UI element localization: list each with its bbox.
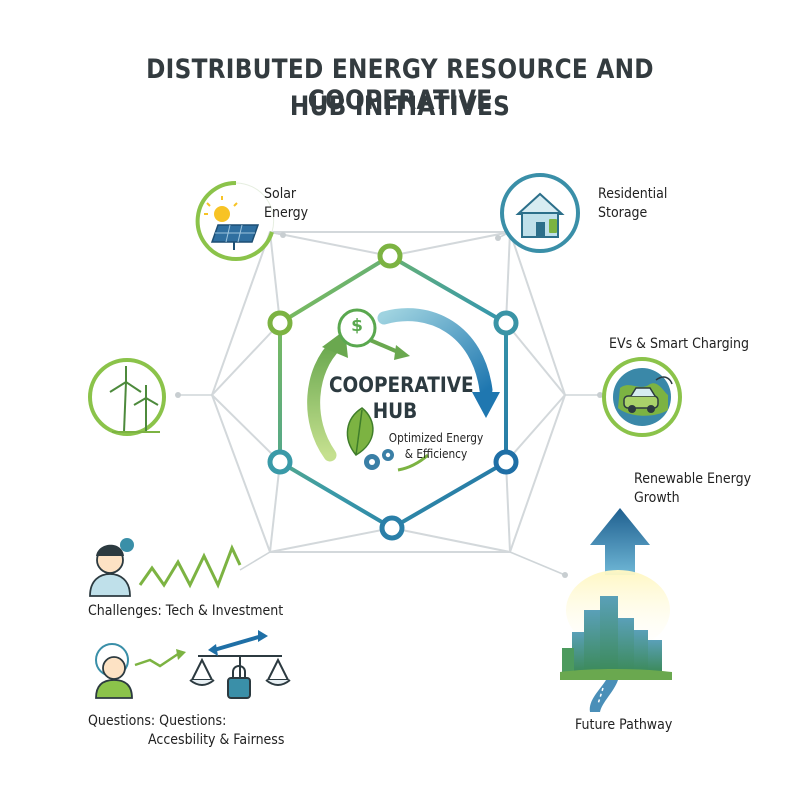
ev-charging-node[interactable]	[602, 357, 682, 437]
hexagon-vertex-nodes[interactable]	[267, 243, 519, 541]
residential-storage-node[interactable]	[500, 173, 580, 253]
questions-node[interactable]	[95, 630, 291, 699]
up-arrow-icon	[590, 508, 650, 575]
solar-panel-sun-icon	[204, 196, 260, 250]
house-battery-icon	[515, 192, 565, 238]
person-question-icon	[95, 643, 133, 699]
renewable-growth-node[interactable]	[590, 508, 650, 575]
hub-subtitle-line-1: Optimized Energy	[388, 431, 484, 445]
hub-subtitle-line-2: & Efficiency	[404, 447, 468, 461]
renewable-growth-label-line-2: Growth	[634, 490, 680, 506]
scale-lock-icon	[189, 634, 291, 699]
solar-energy-label-line-1: Solar	[264, 186, 297, 202]
zigzag-line	[138, 544, 242, 589]
page-title-line-1: DISTRIBUTED ENERGY RESOURCE AND COOPERAT…	[146, 54, 654, 116]
ev-globe-icon	[613, 368, 673, 426]
challenges-label: Challenges: Tech & Investment	[88, 603, 284, 619]
dollar-symbol: $	[351, 316, 363, 336]
challenges-node[interactable]	[89, 538, 242, 597]
renewable-growth-label-line-1: Renewable Energy	[634, 471, 752, 487]
wind-turbine-node[interactable]	[88, 358, 166, 436]
person-question-icon	[89, 538, 134, 597]
questions-label-line-1: Questions: Questions:	[88, 713, 227, 729]
hub-title-line-2: HUB	[372, 399, 418, 423]
dollar-coin-icon	[337, 308, 377, 348]
wind-turbine-icon	[109, 366, 160, 433]
questions-label-line-2: Accesbility & Fairness	[148, 732, 285, 748]
solar-energy-node[interactable]	[195, 180, 275, 261]
trend-arrow	[134, 652, 179, 668]
residential-storage-label-line-1: Residential	[598, 186, 668, 202]
hub-title-line-1: COOPERATIVE	[329, 373, 474, 397]
ev-charging-label: EVs & Smart Charging	[609, 336, 750, 352]
page-title-line-2: HUB INITIATIVES	[289, 91, 511, 122]
solar-energy-label-line-2: Energy	[264, 205, 309, 221]
future-pathway-label: Future Pathway	[575, 717, 673, 733]
residential-storage-label-line-2: Storage	[598, 205, 648, 221]
future-pathway-node[interactable]	[560, 570, 672, 712]
leaf-icon	[346, 407, 374, 456]
city-road-icon	[560, 570, 672, 712]
gears-icon	[364, 449, 429, 472]
connector-dots	[175, 232, 603, 578]
